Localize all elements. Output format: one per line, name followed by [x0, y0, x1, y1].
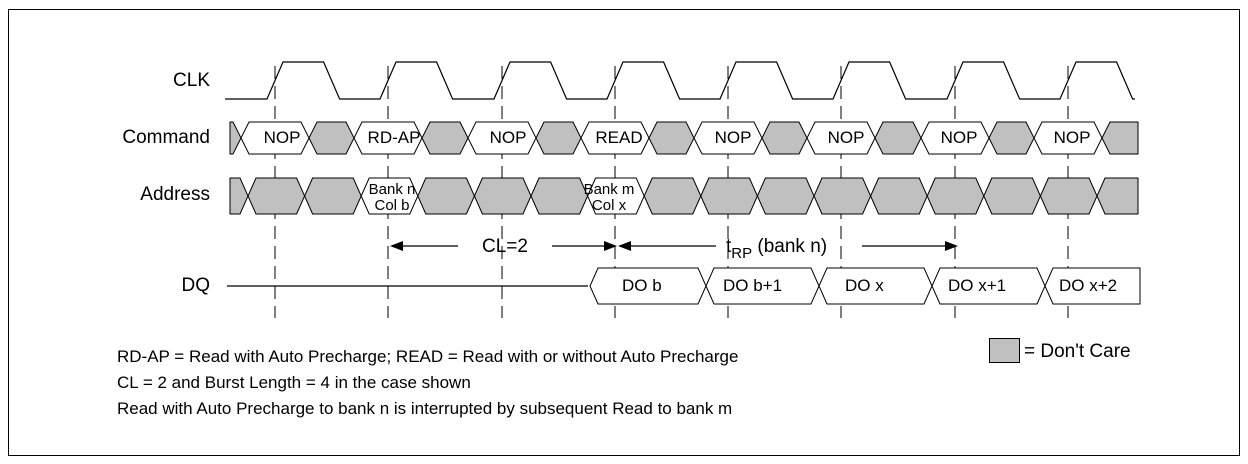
clk-label: CLK [173, 70, 210, 91]
dq-bus-labels: DO b DO b+1 DO x DO x+1 DO x+2 [622, 276, 1117, 295]
bus-cell [693, 121, 763, 155]
dq-output-label: DO x [845, 276, 884, 295]
dont-care-region [229, 177, 249, 215]
command-cell-label: READ [595, 128, 642, 147]
bus-cell [360, 177, 419, 215]
dont-care-region [1096, 177, 1139, 215]
dont-care-region [988, 121, 1035, 155]
dq-output-cell [818, 267, 933, 305]
command-cell-label: NOP [264, 128, 301, 147]
address-col-label: Col x [592, 197, 627, 214]
cl-annotation: CL=2 [390, 236, 617, 257]
command-cell-label: NOP [1054, 128, 1091, 147]
dont-care-region [700, 177, 758, 215]
bus-cell [240, 121, 310, 155]
dq-output-cell [705, 267, 820, 305]
dont-care-region [304, 177, 362, 215]
diagram-border [8, 9, 1240, 456]
arrow-left-icon [390, 241, 403, 251]
arrow-right-icon [945, 241, 958, 251]
dont-care-region [535, 121, 582, 155]
note-line: Read with Auto Precharge to bank n is in… [117, 399, 732, 418]
note-line: CL = 2 and Burst Length = 4 in the case … [117, 373, 471, 392]
command-cell-label: NOP [941, 128, 978, 147]
dq-output-cell [1044, 267, 1141, 305]
address-bank-label: Bank m [584, 181, 635, 198]
command-cell-label: RD-AP [368, 128, 421, 147]
dont-care-region [1101, 121, 1139, 155]
dq-output-label: DO x+2 [1059, 276, 1117, 295]
dq-output-label: DO b [622, 276, 662, 295]
bus-cell [467, 121, 537, 155]
arrow-left-icon [618, 241, 631, 251]
dq-label: DQ [182, 275, 211, 296]
dont-care-region [1039, 177, 1098, 215]
address-label: Address [140, 184, 210, 205]
command-cell-label: NOP [828, 128, 865, 147]
address-col-label: Col b [374, 197, 409, 214]
dont-care-region [229, 121, 242, 155]
dont-care-region [761, 121, 808, 155]
dont-care-region [813, 177, 872, 215]
bus-cell [1033, 121, 1103, 155]
dq-bus [227, 267, 1141, 305]
dont-care-region [983, 177, 1041, 215]
note-line: RD-AP = Read with Auto Precharge; READ =… [117, 347, 738, 366]
address-bank-label: Bank n [369, 181, 416, 198]
dont-care-region [308, 121, 355, 155]
command-cell-label: NOP [715, 128, 752, 147]
cl-label: CL=2 [482, 236, 528, 257]
trp-annotation: tRP (bank n) [618, 236, 958, 262]
dont-care-label: = Don't Care [1024, 341, 1131, 362]
bus-cell [587, 177, 645, 215]
address-bus-labels: Bank n Col b Bank m Col x [369, 181, 635, 214]
command-bus-labels: NOP RD-AP NOP READ NOP NOP NOP NOP [264, 128, 1091, 147]
command-cell-label: NOP [490, 128, 527, 147]
command-label: Command [122, 127, 210, 148]
dq-output-cell [931, 267, 1046, 305]
legend: = Don't Care [989, 338, 1131, 363]
bus-cell [920, 121, 990, 155]
arrow-right-icon [604, 241, 617, 251]
dont-care-region [870, 177, 928, 215]
dont-care-region [417, 177, 475, 215]
bus-cell [353, 121, 423, 155]
dont-care-region [421, 121, 469, 155]
dont-care-region [874, 121, 922, 155]
bus-cell [580, 121, 650, 155]
dont-care-region [926, 177, 985, 215]
clk-waveform [225, 61, 1135, 100]
dont-care-region [473, 177, 532, 215]
dont-care-region [643, 177, 702, 215]
dont-care-region [648, 121, 695, 155]
bus-cell [806, 121, 876, 155]
dont-care-region [530, 177, 589, 215]
trp-label: tRP (bank n) [726, 236, 827, 262]
dq-output-label: DO x+1 [948, 276, 1006, 295]
dq-output-label: DO b+1 [723, 276, 782, 295]
notes: RD-AP = Read with Auto Precharge; READ =… [117, 347, 738, 418]
command-bus [229, 121, 1139, 155]
dont-care-swatch [989, 338, 1020, 363]
dont-care-region [756, 177, 815, 215]
dq-output-cell [589, 267, 707, 305]
address-bus [229, 177, 1139, 215]
dont-care-region [247, 177, 306, 215]
